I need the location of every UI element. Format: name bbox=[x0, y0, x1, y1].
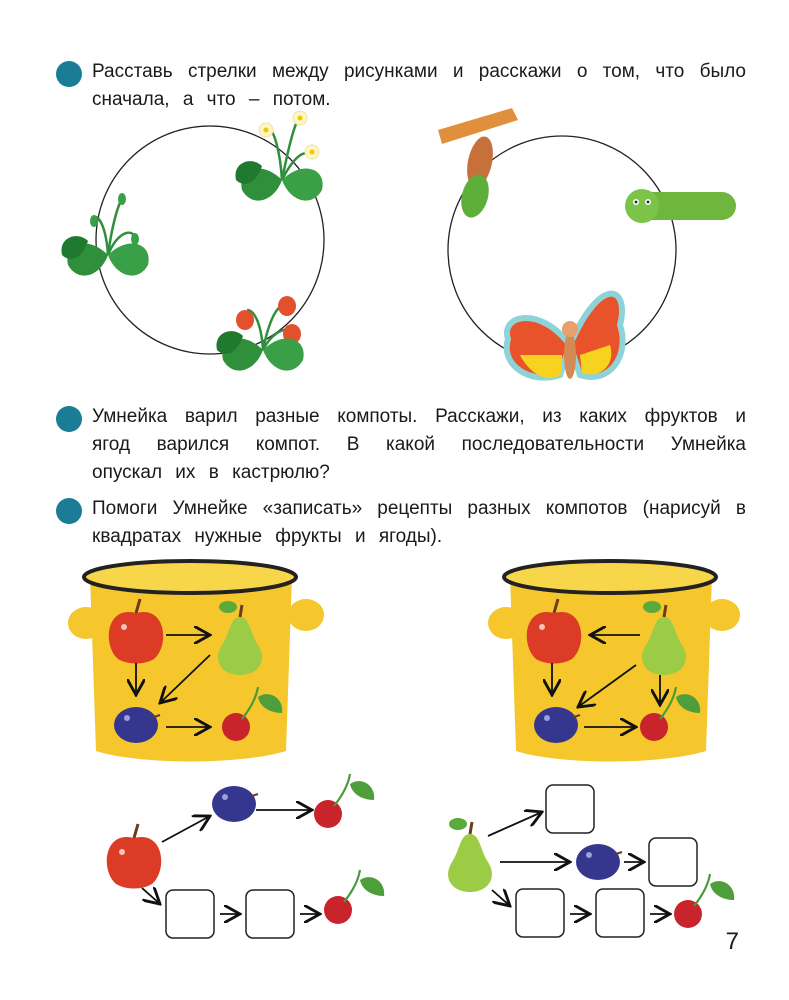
bullet-icon bbox=[56, 406, 82, 432]
pupa-icon bbox=[438, 108, 518, 218]
empty-answer-box[interactable] bbox=[595, 888, 645, 938]
pot-2 bbox=[488, 559, 740, 762]
caterpillar-icon bbox=[625, 189, 736, 223]
task-1: Расставь стрелки между рисунками и расск… bbox=[56, 58, 746, 114]
arrow bbox=[491, 890, 510, 906]
arrow bbox=[161, 816, 210, 843]
empty-answer-box[interactable] bbox=[515, 888, 565, 938]
task-3-text: Помоги Умнейке «записать» рецепты разных… bbox=[92, 498, 746, 547]
budding-plant-icon bbox=[61, 193, 149, 276]
strawberry-cycle bbox=[61, 110, 325, 371]
recipe-1 bbox=[105, 772, 386, 939]
task-2-text: Умнейка варил разные компоты. Расскажи, … bbox=[92, 406, 746, 483]
task-1-text: Расставь стрелки между рисунками и расск… bbox=[92, 61, 746, 110]
task-2: Умнейка варил разные компоты. Расскажи, … bbox=[56, 403, 746, 487]
arrow bbox=[487, 812, 542, 837]
cherry-icon bbox=[322, 868, 386, 926]
plum-icon bbox=[575, 843, 623, 881]
empty-answer-box[interactable] bbox=[648, 837, 698, 887]
bullet-icon bbox=[56, 498, 82, 524]
pear-icon bbox=[446, 816, 494, 894]
cherry-icon bbox=[312, 772, 376, 830]
arrow-pear-plum bbox=[578, 664, 637, 707]
recipe-2 bbox=[446, 784, 736, 938]
empty-answer-box[interactable] bbox=[165, 889, 215, 939]
bullet-icon bbox=[56, 61, 82, 87]
empty-answer-box[interactable] bbox=[545, 784, 595, 834]
empty-answer-box[interactable] bbox=[245, 889, 295, 939]
plum-icon bbox=[211, 785, 259, 823]
berry-plant-icon bbox=[216, 296, 304, 371]
butterfly-cycle bbox=[438, 108, 736, 381]
pot-1 bbox=[68, 559, 324, 762]
task-3: Помоги Умнейке «записать» рецепты разных… bbox=[56, 495, 746, 551]
apple-icon bbox=[105, 822, 163, 890]
arrow bbox=[141, 888, 160, 904]
page-number: 7 bbox=[725, 928, 739, 955]
butterfly-icon bbox=[503, 290, 626, 381]
arrow-pear-plum bbox=[160, 654, 211, 703]
flowering-plant-icon bbox=[235, 110, 323, 201]
